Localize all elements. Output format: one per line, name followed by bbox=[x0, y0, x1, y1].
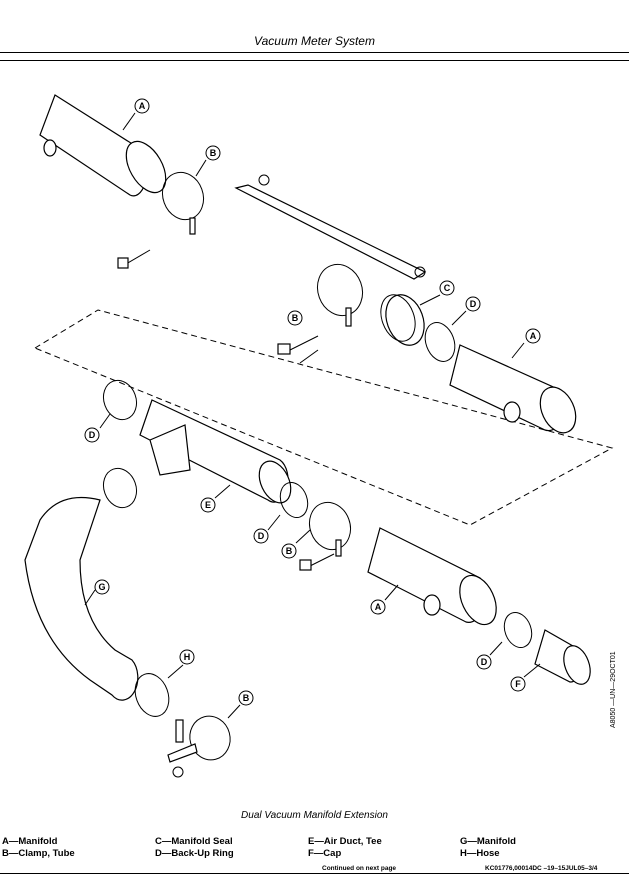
manifold-a-top bbox=[39, 94, 167, 197]
manifold-seal-c bbox=[380, 294, 425, 346]
legend-item: C—Manifold Seal bbox=[155, 836, 233, 847]
hose-clamp-upper bbox=[102, 467, 138, 509]
legend-item: D—Back-Up Ring bbox=[155, 848, 234, 859]
bracket-bar bbox=[234, 174, 427, 280]
exploded-parts-diagram: A B B C D A D E D B G A D F H B bbox=[24, 94, 614, 778]
backup-ring-d-3 bbox=[279, 482, 309, 518]
svg-text:F: F bbox=[515, 679, 521, 689]
callout-b-1: B bbox=[205, 145, 221, 161]
bolt-middle bbox=[277, 335, 319, 355]
figure-id: A8050 —UN—29OCT01 bbox=[610, 651, 617, 728]
legend-column-3: E—Air Duct, Tee F—Cap bbox=[308, 836, 382, 860]
svg-text:C: C bbox=[444, 283, 451, 293]
callout-g: G bbox=[94, 579, 110, 595]
legend-item: G—Manifold bbox=[460, 836, 516, 847]
svg-text:A: A bbox=[375, 602, 382, 612]
backup-ring-d-1 bbox=[424, 322, 456, 362]
legend-column-1: A—Manifold B—Clamp, Tube bbox=[2, 836, 75, 860]
legend-item: H—Hose bbox=[460, 848, 500, 859]
callout-a-2: A bbox=[525, 328, 541, 344]
svg-text:B: B bbox=[210, 148, 217, 158]
hose-h bbox=[134, 673, 170, 717]
air-duct-tee-e bbox=[139, 399, 292, 504]
callout-d-1: D bbox=[465, 296, 481, 312]
footer-rule bbox=[0, 873, 629, 874]
clamp-b-bottom bbox=[167, 715, 231, 778]
bolt-lower bbox=[299, 553, 335, 571]
callout-d-2: D bbox=[84, 427, 100, 443]
callout-d-4: D bbox=[476, 654, 492, 670]
header-rule-bottom bbox=[0, 60, 629, 61]
callout-f: F bbox=[510, 676, 526, 692]
callout-a-3: A bbox=[370, 599, 386, 615]
continued-note: Continued on next page bbox=[322, 865, 397, 872]
callout-b-4: B bbox=[238, 690, 254, 706]
callout-e: E bbox=[200, 497, 216, 513]
svg-text:D: D bbox=[470, 299, 477, 309]
callout-b-3: B bbox=[281, 543, 297, 559]
legend-item: F—Cap bbox=[308, 848, 342, 859]
svg-text:A: A bbox=[530, 331, 537, 341]
legend-column-2: C—Manifold Seal D—Back-Up Ring bbox=[155, 836, 234, 860]
assembly-outline bbox=[33, 309, 614, 526]
svg-text:E: E bbox=[205, 500, 211, 510]
svg-text:D: D bbox=[258, 531, 265, 541]
figure-caption: Dual Vacuum Manifold Extension bbox=[241, 810, 388, 821]
callout-d-3: D bbox=[253, 528, 269, 544]
backup-ring-d-2 bbox=[102, 379, 138, 421]
clamp-b-top bbox=[161, 171, 205, 235]
svg-text:G: G bbox=[98, 582, 105, 592]
callout-a-1: A bbox=[134, 98, 150, 114]
svg-text:H: H bbox=[184, 652, 191, 662]
manifold-a-lower bbox=[367, 527, 497, 626]
header-rule-top bbox=[0, 52, 629, 53]
legend-item: E—Air Duct, Tee bbox=[308, 836, 382, 847]
cap-f bbox=[534, 629, 591, 685]
svg-text:B: B bbox=[292, 313, 299, 323]
svg-text:D: D bbox=[89, 430, 96, 440]
callout-b-2: B bbox=[287, 310, 303, 326]
legend-item: B—Clamp, Tube bbox=[2, 848, 75, 859]
callout-h: H bbox=[179, 649, 195, 665]
legend-item: A—Manifold bbox=[2, 836, 58, 847]
clamp-b-middle bbox=[316, 263, 364, 327]
page-title: Vacuum Meter System bbox=[254, 34, 375, 48]
bolt-top-left bbox=[117, 249, 151, 269]
document-code: KC01776,00014DC –19–15JUL05–3/4 bbox=[485, 865, 598, 872]
backup-ring-d-4 bbox=[503, 612, 533, 648]
leader-lines bbox=[84, 112, 541, 719]
svg-text:D: D bbox=[481, 657, 488, 667]
svg-text:A: A bbox=[139, 101, 146, 111]
svg-text:B: B bbox=[286, 546, 293, 556]
manifold-g bbox=[24, 496, 139, 701]
svg-text:B: B bbox=[243, 693, 250, 703]
clamp-b-lower bbox=[308, 501, 352, 557]
legend-column-4: G—Manifold H—Hose bbox=[460, 836, 516, 860]
callout-c: C bbox=[439, 280, 455, 296]
manifold-a-right bbox=[449, 344, 577, 434]
